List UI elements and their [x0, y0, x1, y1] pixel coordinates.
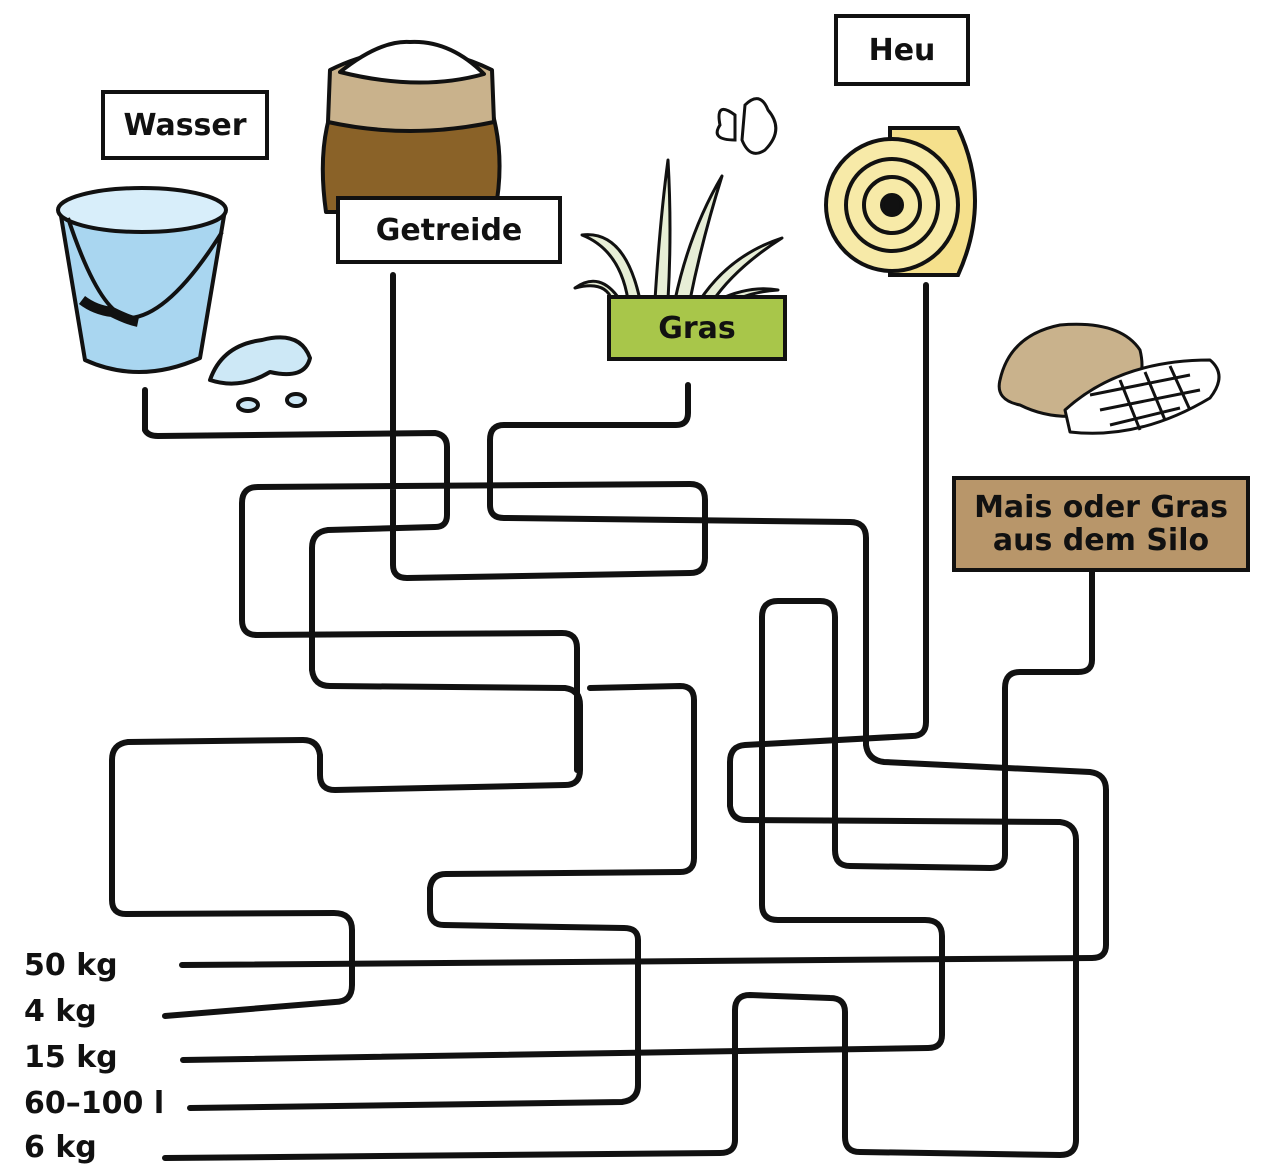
label-silo-line1: Mais oder Gras	[974, 490, 1228, 525]
butterfly-icon	[715, 97, 778, 155]
label-silo-line2: aus dem Silo	[992, 523, 1210, 558]
maze-path-wasser	[109, 387, 583, 1019]
label-getreide: Getreide	[336, 196, 562, 264]
water-bucket-icon	[56, 186, 312, 413]
maze-path-silo	[180, 567, 1095, 1063]
label-gras-text: Gras	[658, 310, 736, 346]
amount-1: 50 kg	[24, 948, 118, 983]
amount-5: 6 kg	[24, 1130, 97, 1165]
grass-icon	[573, 158, 784, 306]
label-heu-text: Heu	[868, 32, 936, 68]
amount-2: 4 kg	[24, 994, 97, 1029]
label-silo: Mais oder Gras aus dem Silo	[952, 476, 1250, 572]
silage-corn-icon	[997, 322, 1221, 435]
amount-4: 60–100 l	[24, 1086, 165, 1121]
grain-sack-icon	[320, 39, 502, 214]
label-getreide-text: Getreide	[375, 212, 523, 248]
maze-path-getreide	[239, 272, 708, 773]
label-wasser: Wasser	[101, 90, 269, 160]
maze-path-extra	[187, 683, 697, 1111]
hay-bale-icon	[824, 126, 977, 277]
maze-path-heu	[162, 282, 1079, 1161]
maze-path-gras	[179, 382, 1109, 968]
label-heu: Heu	[834, 14, 970, 86]
label-gras: Gras	[607, 295, 787, 361]
label-wasser-text: Wasser	[123, 107, 247, 143]
amount-3: 15 kg	[24, 1040, 118, 1075]
